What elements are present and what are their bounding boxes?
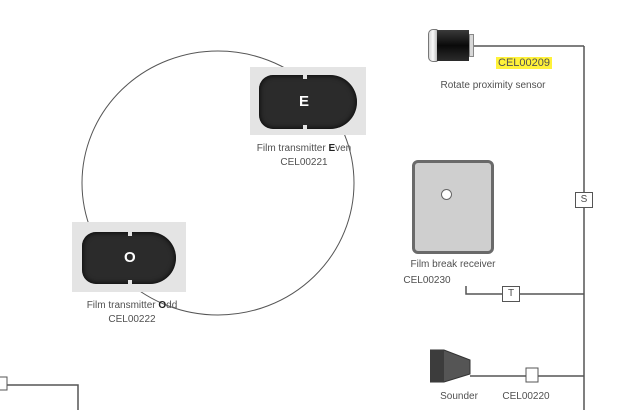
- sensor-tip: [469, 34, 474, 57]
- transmitter-odd-letter: O: [124, 249, 136, 266]
- transmitter-loop-circle: [81, 50, 355, 316]
- film-break-receiver-icon: [412, 160, 494, 254]
- transmitter-even-body: E: [259, 74, 357, 130]
- sounder-back: [430, 350, 444, 382]
- transmitter-odd-code: CEL00222: [108, 314, 156, 325]
- sounder-connector-box: [525, 367, 539, 383]
- proximity-sensor-icon: [428, 29, 474, 62]
- transmitter-even-notch-top: [303, 74, 307, 79]
- sounder-icon: [430, 349, 471, 383]
- film-transmitter-odd: O: [72, 222, 186, 292]
- transmitter-odd-body: O: [82, 231, 176, 285]
- left-connector-box: [0, 376, 8, 391]
- receiver-wire: [465, 286, 584, 295]
- film-break-receiver-label: Film break receiver: [410, 259, 496, 270]
- sensor-body: [437, 30, 469, 61]
- bus-connector-s: S: [575, 192, 593, 208]
- receiver-lens: [441, 189, 452, 200]
- proximity-sensor-code: CEL00209: [496, 57, 552, 69]
- transmitter-odd-notch-top: [128, 231, 132, 236]
- sounder-label: Sounder: [440, 391, 478, 402]
- transmitter-even-label: Film transmitter Even: [256, 143, 352, 154]
- left-wire: [0, 382, 79, 410]
- transmitter-even-notch-bottom: [303, 125, 307, 130]
- transmitter-even-letter: E: [299, 93, 310, 110]
- transmitter-odd-notch-bottom: [128, 280, 132, 285]
- transmitter-odd-label: Film transmitter Odd: [86, 300, 178, 311]
- receiver-connector-t: T: [502, 286, 520, 302]
- film-break-receiver-code: CEL00230: [403, 275, 451, 286]
- film-transmitter-even: E: [250, 67, 366, 135]
- proximity-sensor-label: Rotate proximity sensor: [440, 80, 546, 91]
- sounder-code: CEL00220: [502, 391, 550, 402]
- transmitter-even-code: CEL00221: [280, 157, 328, 168]
